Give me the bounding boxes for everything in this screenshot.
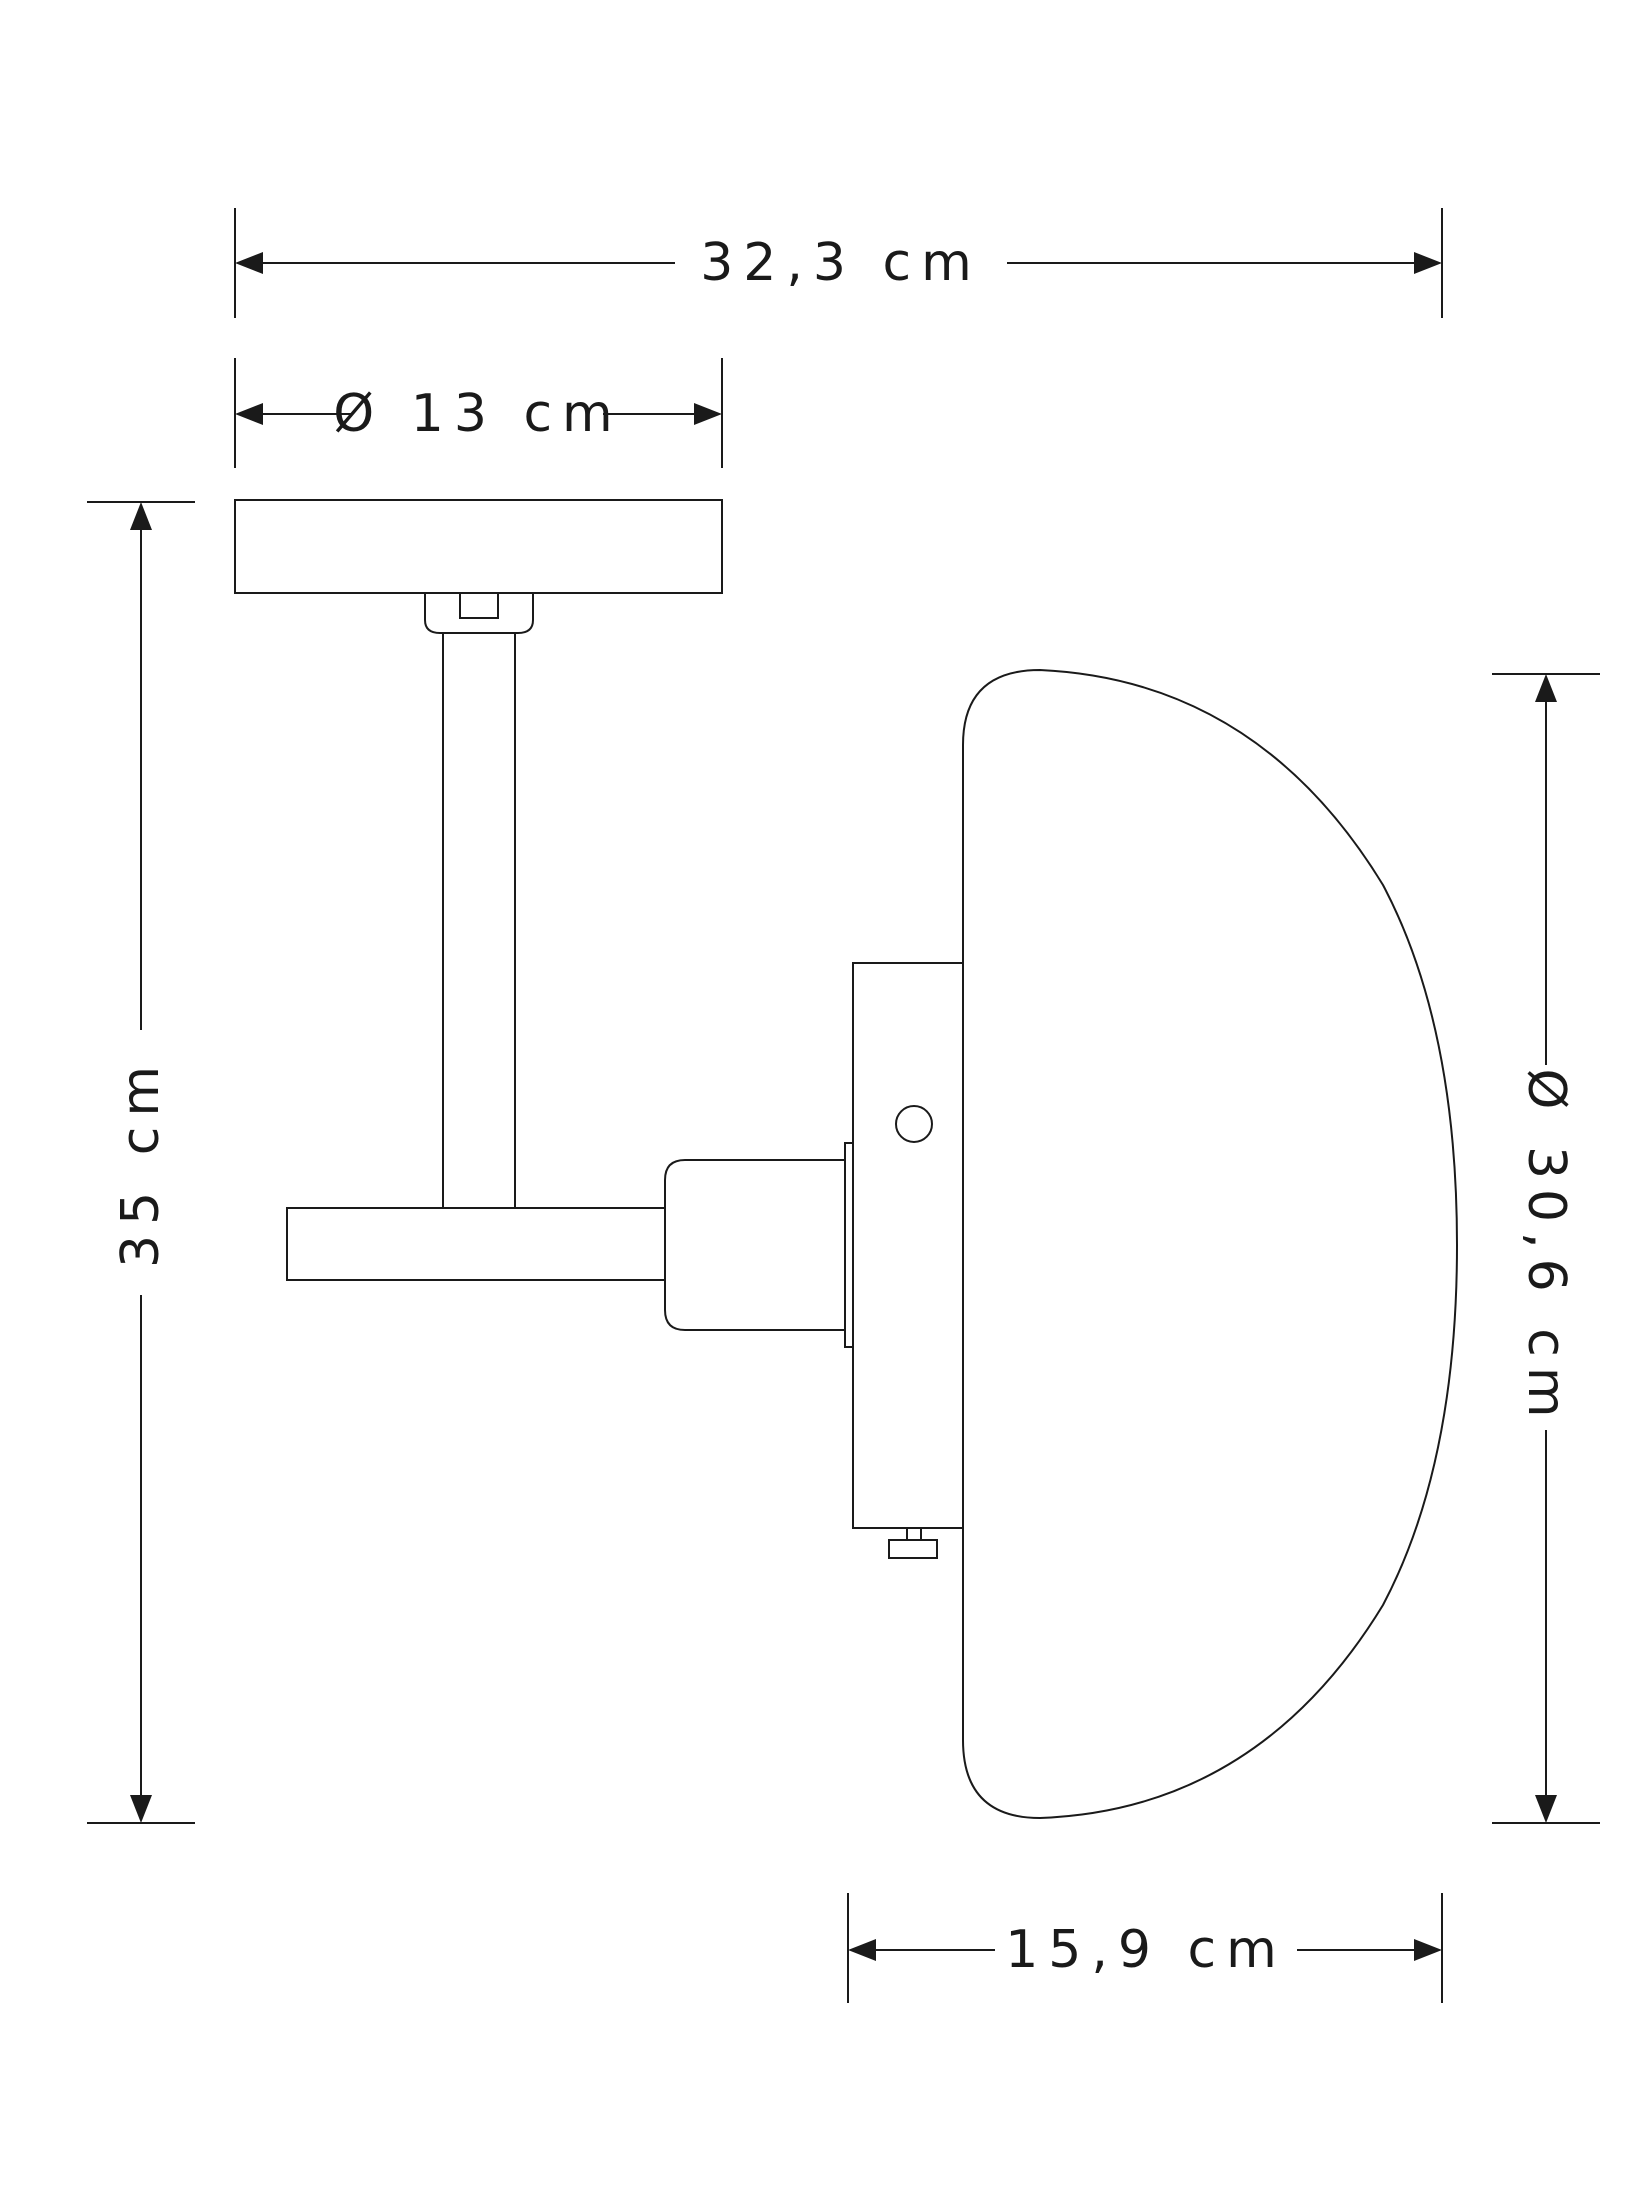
mount-screw-slot — [459, 592, 499, 619]
thumb-screw-shaft — [906, 1527, 922, 1541]
dimension-total-width: 32,3 cm — [234, 208, 1443, 318]
dome-shade — [962, 668, 1459, 1820]
thumb-screw-head — [888, 1539, 938, 1559]
lamp-socket — [664, 1159, 846, 1331]
dimension-total-height: 35 cm — [87, 501, 195, 1824]
lamp-side-view — [234, 499, 1459, 1820]
total-width-label: 32,3 cm — [700, 233, 982, 293]
dimension-canopy-diameter: Ø 13 cm — [234, 358, 723, 468]
canopy-diameter-label: Ø 13 cm — [333, 384, 622, 444]
adjustment-knob — [895, 1105, 933, 1143]
shade-back-plate — [852, 962, 964, 1529]
dimension-shade-depth: 15,9 cm — [847, 1893, 1443, 2003]
shade-depth-label: 15,9 cm — [1005, 1920, 1287, 1980]
socket-collar — [844, 1142, 854, 1348]
total-height-label: 35 cm — [111, 1056, 171, 1268]
canopy-plate — [234, 499, 723, 594]
dimension-shade-diameter: Ø 30,6 cm — [1492, 673, 1600, 1824]
vertical-stem — [442, 632, 516, 1209]
shade-diameter-label: Ø 30,6 cm — [1516, 1068, 1576, 1427]
horizontal-arm — [286, 1207, 668, 1281]
